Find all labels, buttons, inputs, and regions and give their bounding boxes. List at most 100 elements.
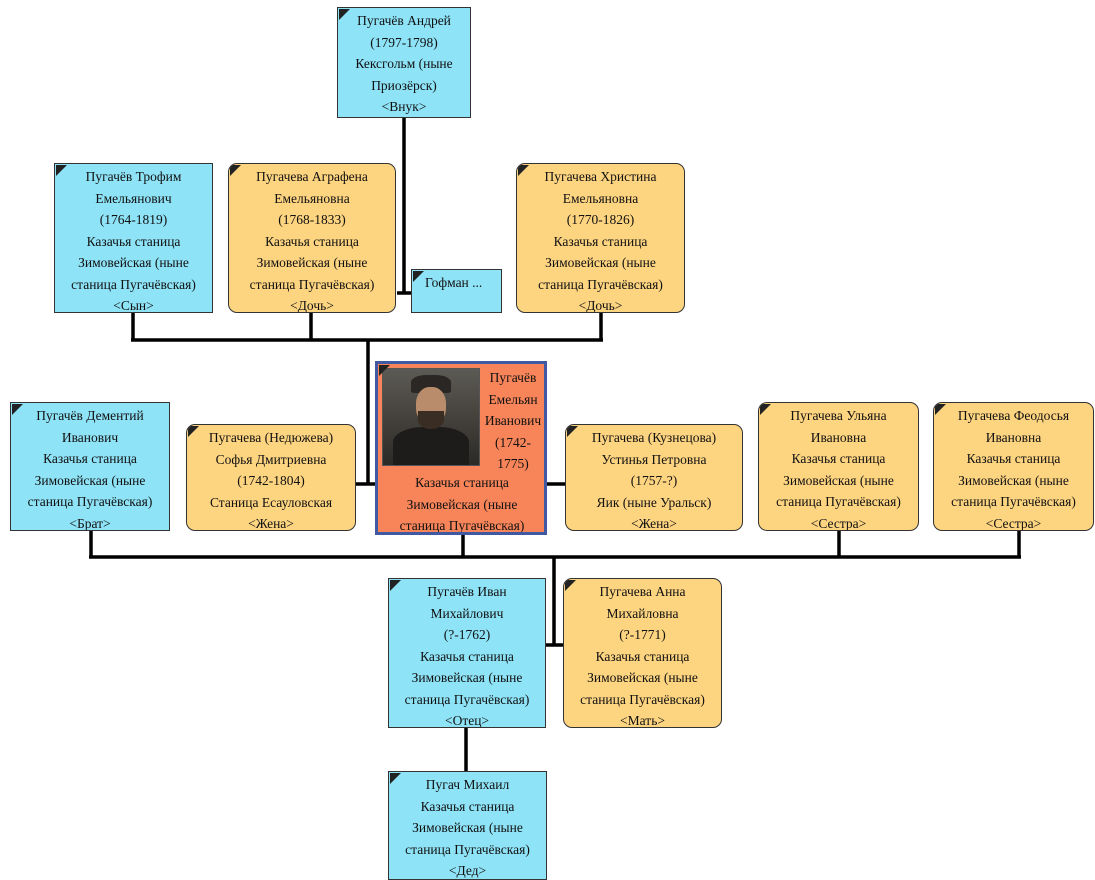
- person-card-andrey[interactable]: Пугачёв Андрей (1797-1798) Кексгольм (ны…: [337, 7, 471, 118]
- person-detail: Станица Есауловская: [209, 494, 333, 510]
- person-name: Пугачёв Иван: [427, 584, 507, 599]
- person-detail: Иванович: [61, 429, 119, 445]
- person-detail: (?-1762): [443, 627, 491, 642]
- person-card-ustinya[interactable]: Пугачева (Кузнецова) Устинья Петровна (1…: [565, 424, 743, 531]
- person-detail: станица Пугачёвская): [776, 494, 901, 509]
- person-detail: станица Пугачёвская): [951, 494, 1076, 509]
- person-detail: Зимовейская (ныне: [412, 820, 523, 835]
- person-relation: <Сестра>: [985, 515, 1042, 531]
- portrait-photo: [382, 368, 480, 466]
- person-detail: Зимовейская (ныне: [545, 255, 656, 270]
- person-relation: <Брат>: [69, 515, 111, 531]
- person-detail: Казачья станица: [553, 233, 648, 249]
- person-name: Пугачёв Дементий: [36, 408, 144, 423]
- person-name: Пугачева Аграфена: [256, 169, 368, 184]
- person-detail: Казачья станица: [595, 648, 690, 664]
- person-name: Пугачева Христина: [544, 169, 657, 184]
- flag-icon: [339, 9, 350, 20]
- person-name: Пугачева (Кузнецова): [591, 430, 717, 445]
- person-detail: Ивановна: [985, 429, 1042, 445]
- flag-icon: [390, 580, 401, 591]
- person-detail: Зимовейская (ныне: [78, 255, 189, 270]
- person-relation: <Мать>: [620, 713, 665, 728]
- person-detail: Казачья станица: [791, 451, 886, 466]
- person-info: Казачья станица Зимовейская (ныне станиц…: [380, 472, 544, 532]
- person-detail: станица Пугачёвская): [580, 691, 705, 707]
- person-detail: Казачья станица: [415, 475, 509, 490]
- person-detail: Кексгольм (ныне: [355, 56, 453, 71]
- person-detail: Устинья Петровна: [601, 451, 707, 467]
- person-detail: Софья Дмитриевна: [215, 451, 327, 467]
- flag-icon: [188, 426, 199, 437]
- person-card-anna[interactable]: Пугачева Анна Михайловна (?-1771) Казачь…: [563, 578, 722, 728]
- person-detail: Зимовейская (ныне: [256, 255, 368, 270]
- person-card-emelyan[interactable]: Пугачёв Емельян Иванович (1742- 1775) Ка…: [375, 361, 547, 535]
- person-detail: Емельянович: [95, 190, 172, 206]
- person-detail: Казачья станица: [43, 451, 137, 466]
- person-detail: (1797-1798): [370, 34, 438, 50]
- flag-icon: [413, 271, 424, 282]
- flag-icon: [379, 365, 390, 376]
- person-card-trofim[interactable]: Пугачёв Трофим Емельянович (1764-1819) К…: [54, 163, 213, 313]
- person-relation: <Жена>: [631, 516, 677, 531]
- person-detail: Зимовейская (ныне: [406, 496, 518, 512]
- person-card-gofman[interactable]: Гофман ...: [411, 269, 502, 313]
- flag-icon: [760, 404, 771, 415]
- person-detail: (1742-1804): [237, 473, 305, 488]
- flag-icon: [390, 773, 401, 784]
- person-card-ivan[interactable]: Пугачёв Иван Михайлович (?-1762) Казачья…: [388, 578, 546, 728]
- person-name: Пугачева (Недюжева): [208, 430, 334, 445]
- flag-icon: [518, 165, 529, 176]
- person-detail: Зимовейская (ныне: [783, 472, 894, 488]
- person-card-dementiy[interactable]: Пугачёв Дементий Иванович Казачья станиц…: [10, 402, 170, 531]
- person-relation: <Сын>: [113, 298, 154, 313]
- person-detail: Казачья станица: [420, 798, 515, 814]
- person-relation: <Дед>: [448, 863, 487, 878]
- person-detail: Яик (ныне Уральск): [596, 494, 712, 510]
- person-card-mihail[interactable]: Пугач Михаил Казачья станица Зимовейская…: [388, 771, 547, 880]
- person-relation: <Внук>: [381, 99, 427, 114]
- person-card-agrafena[interactable]: Пугачева Аграфена Емельяновна (1768-1833…: [228, 163, 396, 313]
- person-relation: <Отец>: [444, 713, 490, 728]
- person-detail: (1770-1826): [566, 212, 635, 227]
- person-detail: (?-1771): [619, 627, 666, 642]
- person-detail: Михайлович: [430, 605, 504, 621]
- flag-icon: [935, 404, 946, 415]
- person-detail: станица Пугачёвская): [538, 276, 663, 292]
- person-detail: Михайловна: [606, 605, 679, 621]
- flag-icon: [565, 580, 576, 591]
- person-detail: Зимовейская (ныне: [411, 670, 523, 685]
- person-relation: <Сестра>: [810, 515, 867, 531]
- person-detail: Казачья станица: [86, 233, 181, 249]
- person-card-ulyana[interactable]: Пугачева Ульяна Ивановна Казачья станица…: [758, 402, 919, 531]
- person-relation: <Жена>: [248, 516, 294, 531]
- person-card-sofya[interactable]: Пугачева (Недюжева) Софья Дмитриевна (17…: [186, 424, 356, 531]
- person-name: Гофман ...: [425, 275, 483, 290]
- person-relation: <Дочь>: [578, 298, 623, 313]
- person-detail: Казачья станица: [966, 451, 1061, 466]
- person-detail: станица Пугачёвская): [405, 841, 530, 857]
- flag-icon: [12, 404, 23, 415]
- person-name: Пугачева Анна: [599, 584, 686, 599]
- person-name: Пугачёв Емельян Иванович (1742- 1775): [484, 370, 542, 471]
- person-name: Пугачёв Трофим: [85, 169, 182, 184]
- person-name: Пугачева Ульяна: [790, 408, 887, 423]
- person-detail: станица Пугачёвская): [27, 494, 153, 509]
- person-card-hristina[interactable]: Пугачева Христина Емельяновна (1770-1826…: [516, 163, 685, 313]
- person-detail: станица Пугачёвская): [249, 276, 375, 292]
- flag-icon: [230, 165, 241, 176]
- person-relation: <Дочь>: [290, 298, 334, 313]
- person-card-feodosya[interactable]: Пугачева Феодосья Ивановна Казачья стани…: [933, 402, 1094, 531]
- person-detail: станица Пугачёвская): [71, 276, 196, 292]
- person-detail: Казачья станица: [420, 648, 514, 664]
- flag-icon: [567, 426, 578, 437]
- person-detail: Ивановна: [810, 429, 867, 445]
- person-detail: Зимовейская (ныне: [958, 472, 1069, 488]
- person-detail: (1757-?): [630, 473, 678, 488]
- person-detail: станица Пугачёвская): [404, 691, 530, 707]
- flag-icon: [56, 165, 67, 176]
- person-name: Пугачёв Андрей: [357, 13, 451, 28]
- person-detail: (1764-1819): [99, 212, 168, 227]
- person-detail: Зимовейская (ныне: [587, 670, 698, 685]
